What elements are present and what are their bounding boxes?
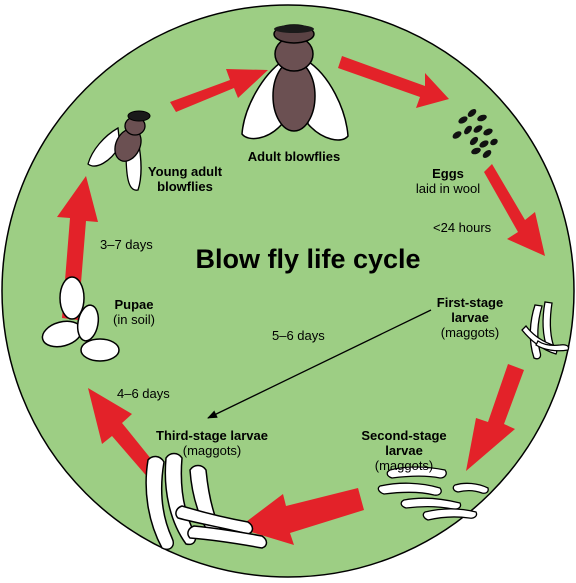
stage-name-third: Third-stage larvae	[156, 429, 268, 444]
stage-label-eggs: Eggs laid in wool	[416, 167, 480, 197]
duration-eggs-to-first: <24 hours	[433, 221, 491, 236]
stage-note-second: (maggots)	[361, 459, 446, 474]
stage-name-first-1: First-stage	[437, 296, 503, 311]
stage-note-pupae: (in soil)	[113, 313, 155, 328]
duration-pupae-to-young: 3–7 days	[100, 238, 153, 253]
stage-name-second-2: larvae	[361, 444, 446, 459]
stage-label-first: First-stage larvae (maggots)	[437, 296, 503, 341]
stage-name-first-2: larvae	[437, 311, 503, 326]
stage-name-eggs: Eggs	[416, 167, 480, 182]
duration-first-to-third: 5–6 days	[272, 329, 325, 344]
stage-note-eggs: laid in wool	[416, 182, 480, 197]
stage-note-first: (maggots)	[437, 326, 503, 341]
stage-label-second: Second-stage larvae (maggots)	[361, 429, 446, 474]
diagram-title: Blow fly life cycle	[195, 244, 420, 275]
stage-note-third: (maggots)	[156, 444, 268, 459]
stage-label-pupae: Pupae (in soil)	[113, 298, 155, 328]
stage-name-second-1: Second-stage	[361, 429, 446, 444]
stage-name-young-2: blowflies	[148, 180, 222, 195]
duration-third-to-pupae: 4–6 days	[117, 387, 170, 402]
stage-name-young-1: Young adult	[148, 165, 222, 180]
stage-label-third: Third-stage larvae (maggots)	[156, 429, 268, 459]
stage-label-young: Young adult blowflies	[148, 165, 222, 195]
stage-name-pupae: Pupae	[113, 298, 155, 313]
stage-label-adult: Adult blowflies	[248, 150, 340, 165]
